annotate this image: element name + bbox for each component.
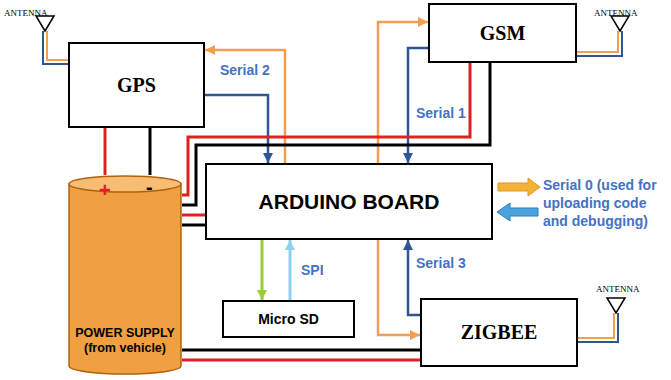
signal-arrow xyxy=(257,240,267,300)
antenna-label: ANTENNA xyxy=(594,8,638,18)
port-note: Serial 0 (used for uploading code and de… xyxy=(541,176,671,231)
connector-line xyxy=(182,359,420,362)
antenna-wire xyxy=(47,31,68,60)
antenna-symbol xyxy=(607,298,625,313)
module-box: GSM xyxy=(428,3,577,63)
node-text: Micro SD xyxy=(258,311,319,327)
arrow-head xyxy=(257,290,267,300)
connector-line xyxy=(182,214,205,217)
edge-label: Serial 1 xyxy=(414,105,468,121)
serial-in-arrow xyxy=(497,203,538,221)
node-text: ARDUINO BOARD xyxy=(259,190,440,214)
terminal-sign: + xyxy=(99,180,111,200)
signal-arrow xyxy=(285,240,295,300)
arrow-head xyxy=(285,240,295,250)
arrow-head xyxy=(263,153,273,163)
storage-box: Micro SD xyxy=(222,300,355,338)
connector-line xyxy=(378,22,428,163)
cylinder-body xyxy=(69,184,181,374)
module-box: GPS xyxy=(68,42,205,128)
edge-label: SPI xyxy=(299,262,326,278)
connector-line xyxy=(182,224,205,227)
connector-line xyxy=(149,128,152,175)
cylinder-top xyxy=(69,176,181,192)
power-wire xyxy=(182,225,205,226)
module-box: ZIGBEE xyxy=(420,298,578,367)
signal-arrow xyxy=(378,17,428,163)
antenna-wire xyxy=(578,313,618,342)
signal-arrow xyxy=(205,95,273,163)
arrow-head xyxy=(403,240,413,250)
power-wire xyxy=(182,360,420,361)
edge-label: Serial 2 xyxy=(218,62,272,78)
antenna-symbol xyxy=(36,16,54,31)
antenna-wire xyxy=(578,313,614,338)
antenna-label: ANTENNA xyxy=(596,284,640,294)
serial-out-arrow xyxy=(498,178,540,196)
connector-line xyxy=(182,349,420,352)
power-wire xyxy=(182,350,420,351)
node-text: GPS xyxy=(117,74,156,97)
arrow-head xyxy=(418,17,428,27)
connector-line xyxy=(205,95,268,163)
arrow-head xyxy=(205,45,215,55)
antenna-wire xyxy=(577,31,622,56)
node-text: GSM xyxy=(480,22,526,45)
arrow-head xyxy=(403,153,413,163)
signal-arrow xyxy=(403,240,420,315)
node-text: ZIGBEE xyxy=(461,321,538,344)
power-wire xyxy=(182,215,205,216)
antenna-wire xyxy=(43,31,68,64)
antenna-symbol xyxy=(611,16,629,31)
power-wire xyxy=(150,128,151,175)
antenna-wire xyxy=(577,31,618,52)
antenna-label: ANTENNA xyxy=(4,8,48,18)
connector-line xyxy=(104,128,107,175)
connector-line xyxy=(408,240,420,315)
controller-box: ARDUINO BOARD xyxy=(205,163,493,240)
edge-label: Serial 3 xyxy=(414,255,468,271)
terminal-sign: - xyxy=(146,177,153,197)
power-wire xyxy=(105,128,106,175)
node-text: POWER SUPPLY (from vehicle) xyxy=(75,326,175,357)
arrow-head xyxy=(410,330,420,340)
power-cylinder: POWER SUPPLY (from vehicle) xyxy=(68,175,182,375)
